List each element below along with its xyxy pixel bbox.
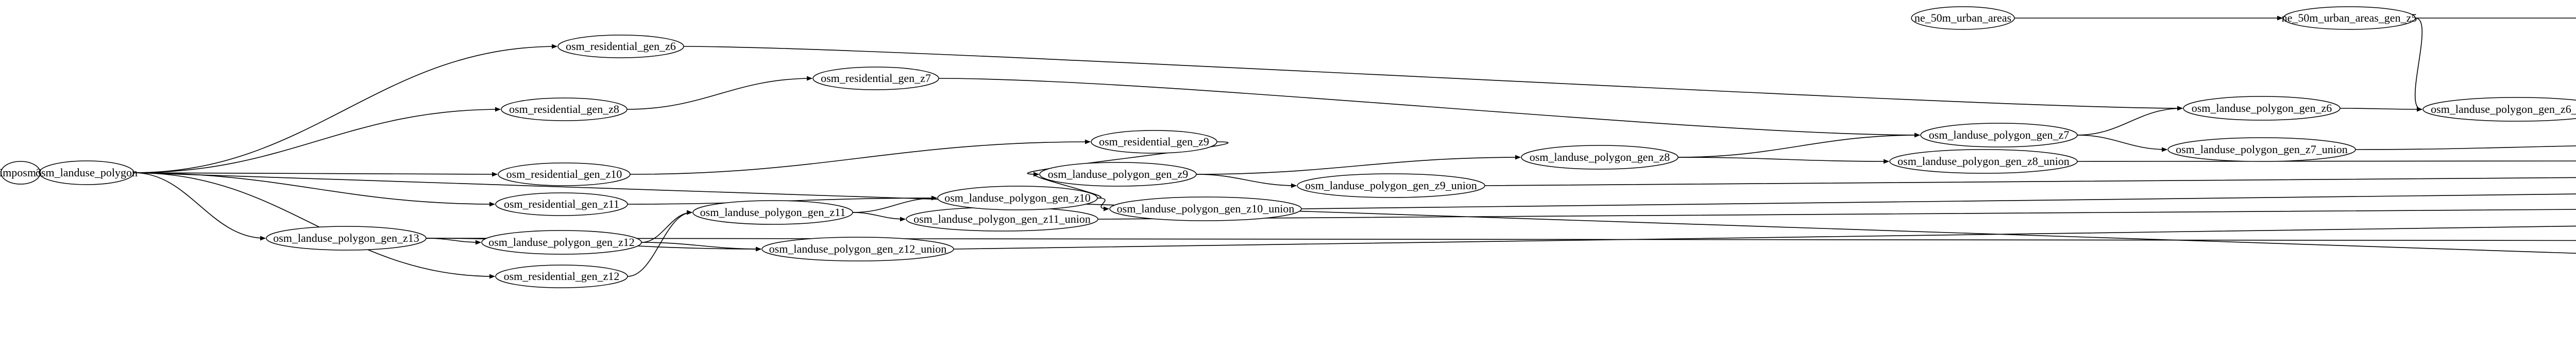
edge (133, 172, 498, 177)
node-ellipse[interactable] (557, 35, 684, 58)
edge (1196, 174, 1297, 188)
node-ellipse[interactable] (495, 192, 628, 216)
node-ellipse[interactable] (692, 200, 853, 225)
edge (133, 44, 557, 173)
edge (2355, 145, 2576, 150)
edge (133, 172, 495, 279)
edge (2077, 135, 2167, 152)
node-ellipse[interactable] (2422, 97, 2576, 122)
node-ellipse[interactable] (498, 162, 631, 186)
edge (133, 172, 266, 241)
node-ellipse[interactable] (1911, 6, 2015, 30)
node-ellipse[interactable] (1109, 196, 1302, 221)
edge (1033, 172, 1101, 199)
node-ellipse[interactable] (812, 67, 939, 90)
edge (426, 238, 2576, 241)
edge (1196, 155, 1521, 175)
node-ellipse[interactable] (1920, 123, 2078, 147)
node-ellipse[interactable] (1039, 162, 1197, 187)
edge (852, 212, 906, 222)
node-ellipse[interactable] (1297, 173, 1485, 198)
node-ellipse[interactable] (2167, 137, 2356, 162)
node-ellipse-layer (1, 6, 2576, 288)
edge (1097, 198, 1109, 211)
node-ellipse[interactable] (1889, 149, 2078, 174)
edge (133, 107, 501, 173)
edge (630, 139, 1091, 175)
edge (683, 46, 2183, 111)
edge (641, 210, 692, 243)
edge (1097, 208, 2576, 220)
node-ellipse[interactable] (501, 97, 628, 121)
node-ellipse[interactable] (906, 207, 1098, 232)
node-ellipse[interactable] (2283, 6, 2416, 30)
node-ellipse[interactable] (937, 186, 1098, 210)
edge (1027, 141, 1229, 177)
node-ellipse[interactable] (2183, 96, 2341, 121)
edge (626, 76, 812, 110)
node-ellipse[interactable] (266, 226, 427, 251)
edge (2340, 107, 2422, 112)
edge (1484, 176, 2576, 186)
node-ellipse[interactable] (495, 265, 628, 288)
node-ellipse[interactable] (39, 160, 134, 185)
node-ellipse[interactable] (1091, 130, 1217, 154)
node-ellipse[interactable] (481, 230, 642, 255)
node-ellipse[interactable] (1, 161, 41, 185)
edge (852, 195, 937, 213)
edge (641, 242, 761, 252)
edge (2077, 106, 2183, 136)
edge (1677, 157, 1889, 164)
edge (1301, 193, 2576, 209)
edge (2414, 18, 2423, 112)
edge (1677, 133, 1920, 158)
node-ellipse[interactable] (761, 237, 954, 261)
edge (627, 210, 692, 277)
node-ellipse[interactable] (1521, 145, 1679, 170)
edge (938, 78, 1920, 138)
